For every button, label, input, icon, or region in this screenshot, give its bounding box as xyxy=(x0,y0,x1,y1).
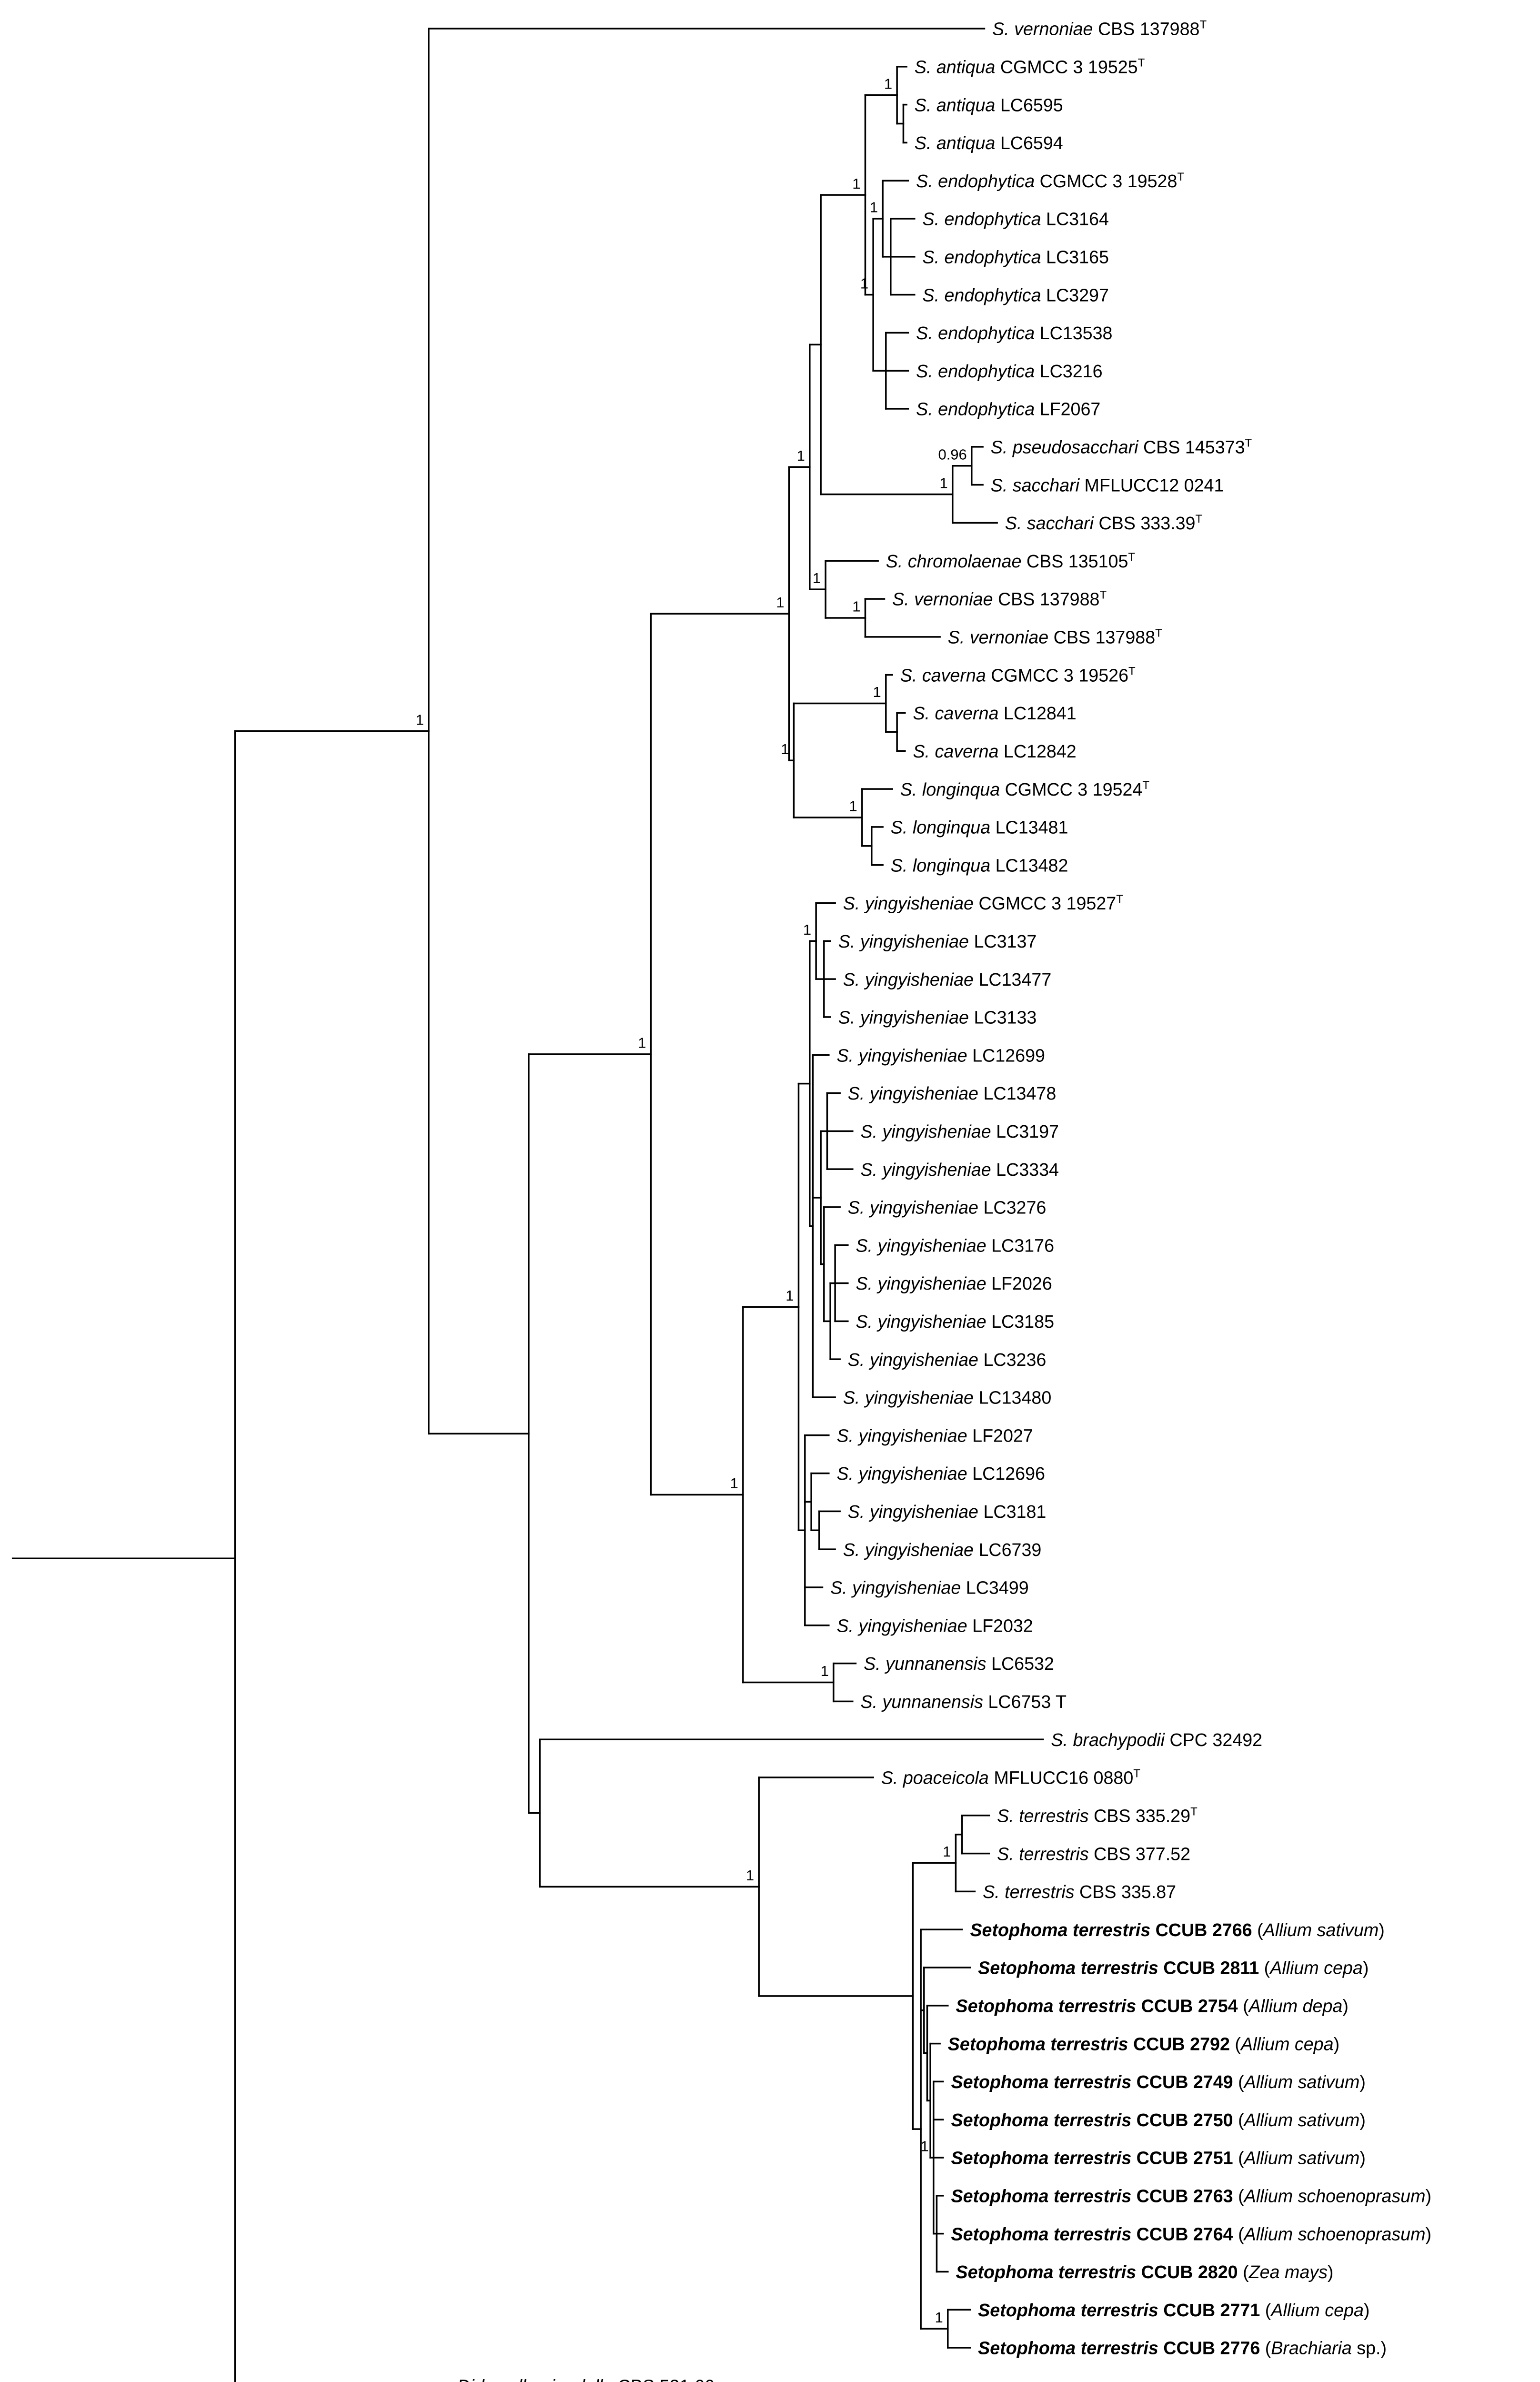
taxon-label: S. yingyisheniae LC3185 xyxy=(856,1312,1054,1332)
taxon-label: S. longinqua LC13481 xyxy=(891,818,1068,838)
taxon-label: Setophoma terrestris CCUB 2811 (Allium c… xyxy=(978,1958,1369,1978)
taxon-label: Setophoma terrestris CCUB 2763 (Allium s… xyxy=(951,2186,1431,2206)
taxon-label: S. yingyisheniae CGMCC 3 19527T xyxy=(843,893,1123,913)
taxon-label: S. yingyisheniae LC3197 xyxy=(860,1121,1059,1141)
taxon-label: S. poaceicola MFLUCC16 0880T xyxy=(881,1767,1140,1788)
support-value: 1 xyxy=(785,1287,794,1304)
taxon-label: S. terrestris CBS 335.29T xyxy=(997,1805,1198,1826)
taxon-label: S. longinqua LC13482 xyxy=(891,855,1068,875)
support-value: 1 xyxy=(860,275,868,292)
support-value: 1 xyxy=(803,921,811,938)
taxon-label: S. yingyisheniae LC3276 xyxy=(848,1198,1047,1218)
taxon-label: S. endophytica LC3165 xyxy=(922,247,1108,267)
support-value: 1 xyxy=(821,1663,829,1679)
taxon-label: S. terrestris CBS 377.52 xyxy=(997,1844,1190,1864)
taxon-label: S. pseudosacchari CBS 145373T xyxy=(991,437,1252,457)
taxon-label: S. endophytica CGMCC 3 19528T xyxy=(916,171,1184,191)
taxon-label: S. caverna CGMCC 3 19526T xyxy=(900,665,1136,685)
support-value: 1 xyxy=(849,798,857,815)
taxon-label: S. endophytica LF2067 xyxy=(916,399,1100,419)
support-value: 1 xyxy=(638,1035,646,1051)
support-value: 1 xyxy=(873,684,881,700)
taxon-label: S. yingyisheniae LC3137 xyxy=(838,931,1037,951)
taxon-label: Setophoma terrestris CCUB 2766 (Allium s… xyxy=(970,1920,1384,1940)
taxon-label: S. endophytica LC3297 xyxy=(922,285,1108,305)
taxon-label: S. sacchari MFLUCC12 0241 xyxy=(991,475,1224,495)
taxon-label: S. vernoniae CBS 137988T xyxy=(992,19,1207,39)
support-value: 1 xyxy=(940,474,948,491)
taxon-label: S. yingyisheniae LF2027 xyxy=(836,1425,1033,1445)
support-value: 1 xyxy=(852,175,860,192)
taxon-label: S. terrestris CBS 335.87 xyxy=(983,1882,1176,1902)
taxon-label: Setophoma terrestris CCUB 2754 (Allium d… xyxy=(956,1996,1348,2016)
support-value: 1 xyxy=(797,447,805,464)
taxon-label: S. yunnanensis LC6532 xyxy=(864,1654,1054,1674)
taxon-label: Setophoma terrestris CCUB 2771 (Allium c… xyxy=(978,2300,1369,2320)
support-value: 1 xyxy=(813,570,821,586)
taxon-label: S. endophytica LC13538 xyxy=(916,323,1112,343)
taxon-label: S. longinqua CGMCC 3 19524T xyxy=(900,779,1150,799)
support-value: 1 xyxy=(781,741,789,757)
taxon-label: S. vernoniae CBS 137988T xyxy=(892,589,1107,609)
support-value: 1 xyxy=(746,1867,754,1884)
support-value: 1 xyxy=(943,1843,951,1860)
taxon-label: Setophoma terrestris CCUB 2792 (Allium c… xyxy=(948,2034,1339,2054)
taxon-label: S. yunnanensis LC6753 T xyxy=(860,1692,1067,1712)
support-value: 1 xyxy=(870,199,878,216)
taxon-label: Setophoma terrestris CCUB 2751 (Allium s… xyxy=(951,2148,1365,2168)
support-value: 1 xyxy=(921,2138,929,2155)
taxon-label: S. yingyisheniae LC3236 xyxy=(848,1350,1047,1370)
taxon-label: S. chromolaenae CBS 135105T xyxy=(886,551,1136,571)
taxon-label: S. yingyisheniae LC13477 xyxy=(843,969,1051,989)
taxon-label: S. caverna LC12841 xyxy=(913,703,1076,723)
taxon-label: S. endophytica LC3164 xyxy=(922,209,1108,229)
support-value: 0.96 xyxy=(938,446,966,463)
support-value: 1 xyxy=(416,711,424,728)
taxon-label: S. brachypodii CPC 32492 xyxy=(1051,1730,1262,1750)
taxon-label: Setophoma terrestris CCUB 2820 (Zea mays… xyxy=(956,2262,1333,2282)
taxon-label: S. yingyisheniae LF2032 xyxy=(836,1615,1033,1635)
support-value: 1 xyxy=(730,1475,738,1492)
taxon-label: S. yingyisheniae LC3181 xyxy=(848,1502,1047,1522)
taxon-label: S. vernoniae CBS 137988T xyxy=(948,627,1162,647)
support-value: 1 xyxy=(852,598,860,615)
taxon-label: S. yingyisheniae LC3499 xyxy=(830,1578,1029,1598)
taxon-label: S. yingyisheniae LC12696 xyxy=(836,1464,1045,1484)
support-value: 1 xyxy=(884,75,892,92)
taxon-label: S. antiqua LC6594 xyxy=(915,133,1063,153)
taxon-label: S. yingyisheniae LC3176 xyxy=(856,1235,1054,1255)
taxon-label: S. yingyisheniae LF2026 xyxy=(856,1273,1052,1293)
taxon-label: Setophoma terrestris CCUB 2764 (Allium s… xyxy=(951,2224,1431,2244)
taxon-label: S. yingyisheniae LC13478 xyxy=(848,1083,1056,1103)
taxon-label: S. yingyisheniae LC12699 xyxy=(836,1045,1045,1065)
taxon-label: S. yingyisheniae LC3334 xyxy=(860,1160,1059,1180)
taxon-label: S. antiqua CGMCC 3 19525T xyxy=(915,56,1145,77)
taxon-label: S. antiqua LC6595 xyxy=(915,95,1063,115)
taxon-label: S. yingyisheniae LC13480 xyxy=(843,1388,1051,1408)
taxon-label: S. caverna LC12842 xyxy=(913,741,1076,761)
support-value: 1 xyxy=(776,594,784,611)
taxon-label: Setophoma terrestris CCUB 2749 (Allium s… xyxy=(951,2072,1365,2092)
taxon-label: Didymella pinodella CBS 531.66 xyxy=(457,2376,715,2382)
taxon-label: S. endophytica LC3216 xyxy=(916,361,1102,381)
support-value: 1 xyxy=(935,2309,943,2326)
taxon-label: S. sacchari CBS 333.39T xyxy=(1005,513,1203,533)
taxon-label: Setophoma terrestris CCUB 2776 (Brachiar… xyxy=(978,2338,1387,2358)
taxon-label: Setophoma terrestris CCUB 2750 (Allium s… xyxy=(951,2110,1365,2130)
taxon-label: S. yingyisheniae LC3133 xyxy=(838,1008,1037,1028)
taxon-label: S. yingyisheniae LC6739 xyxy=(843,1540,1042,1560)
